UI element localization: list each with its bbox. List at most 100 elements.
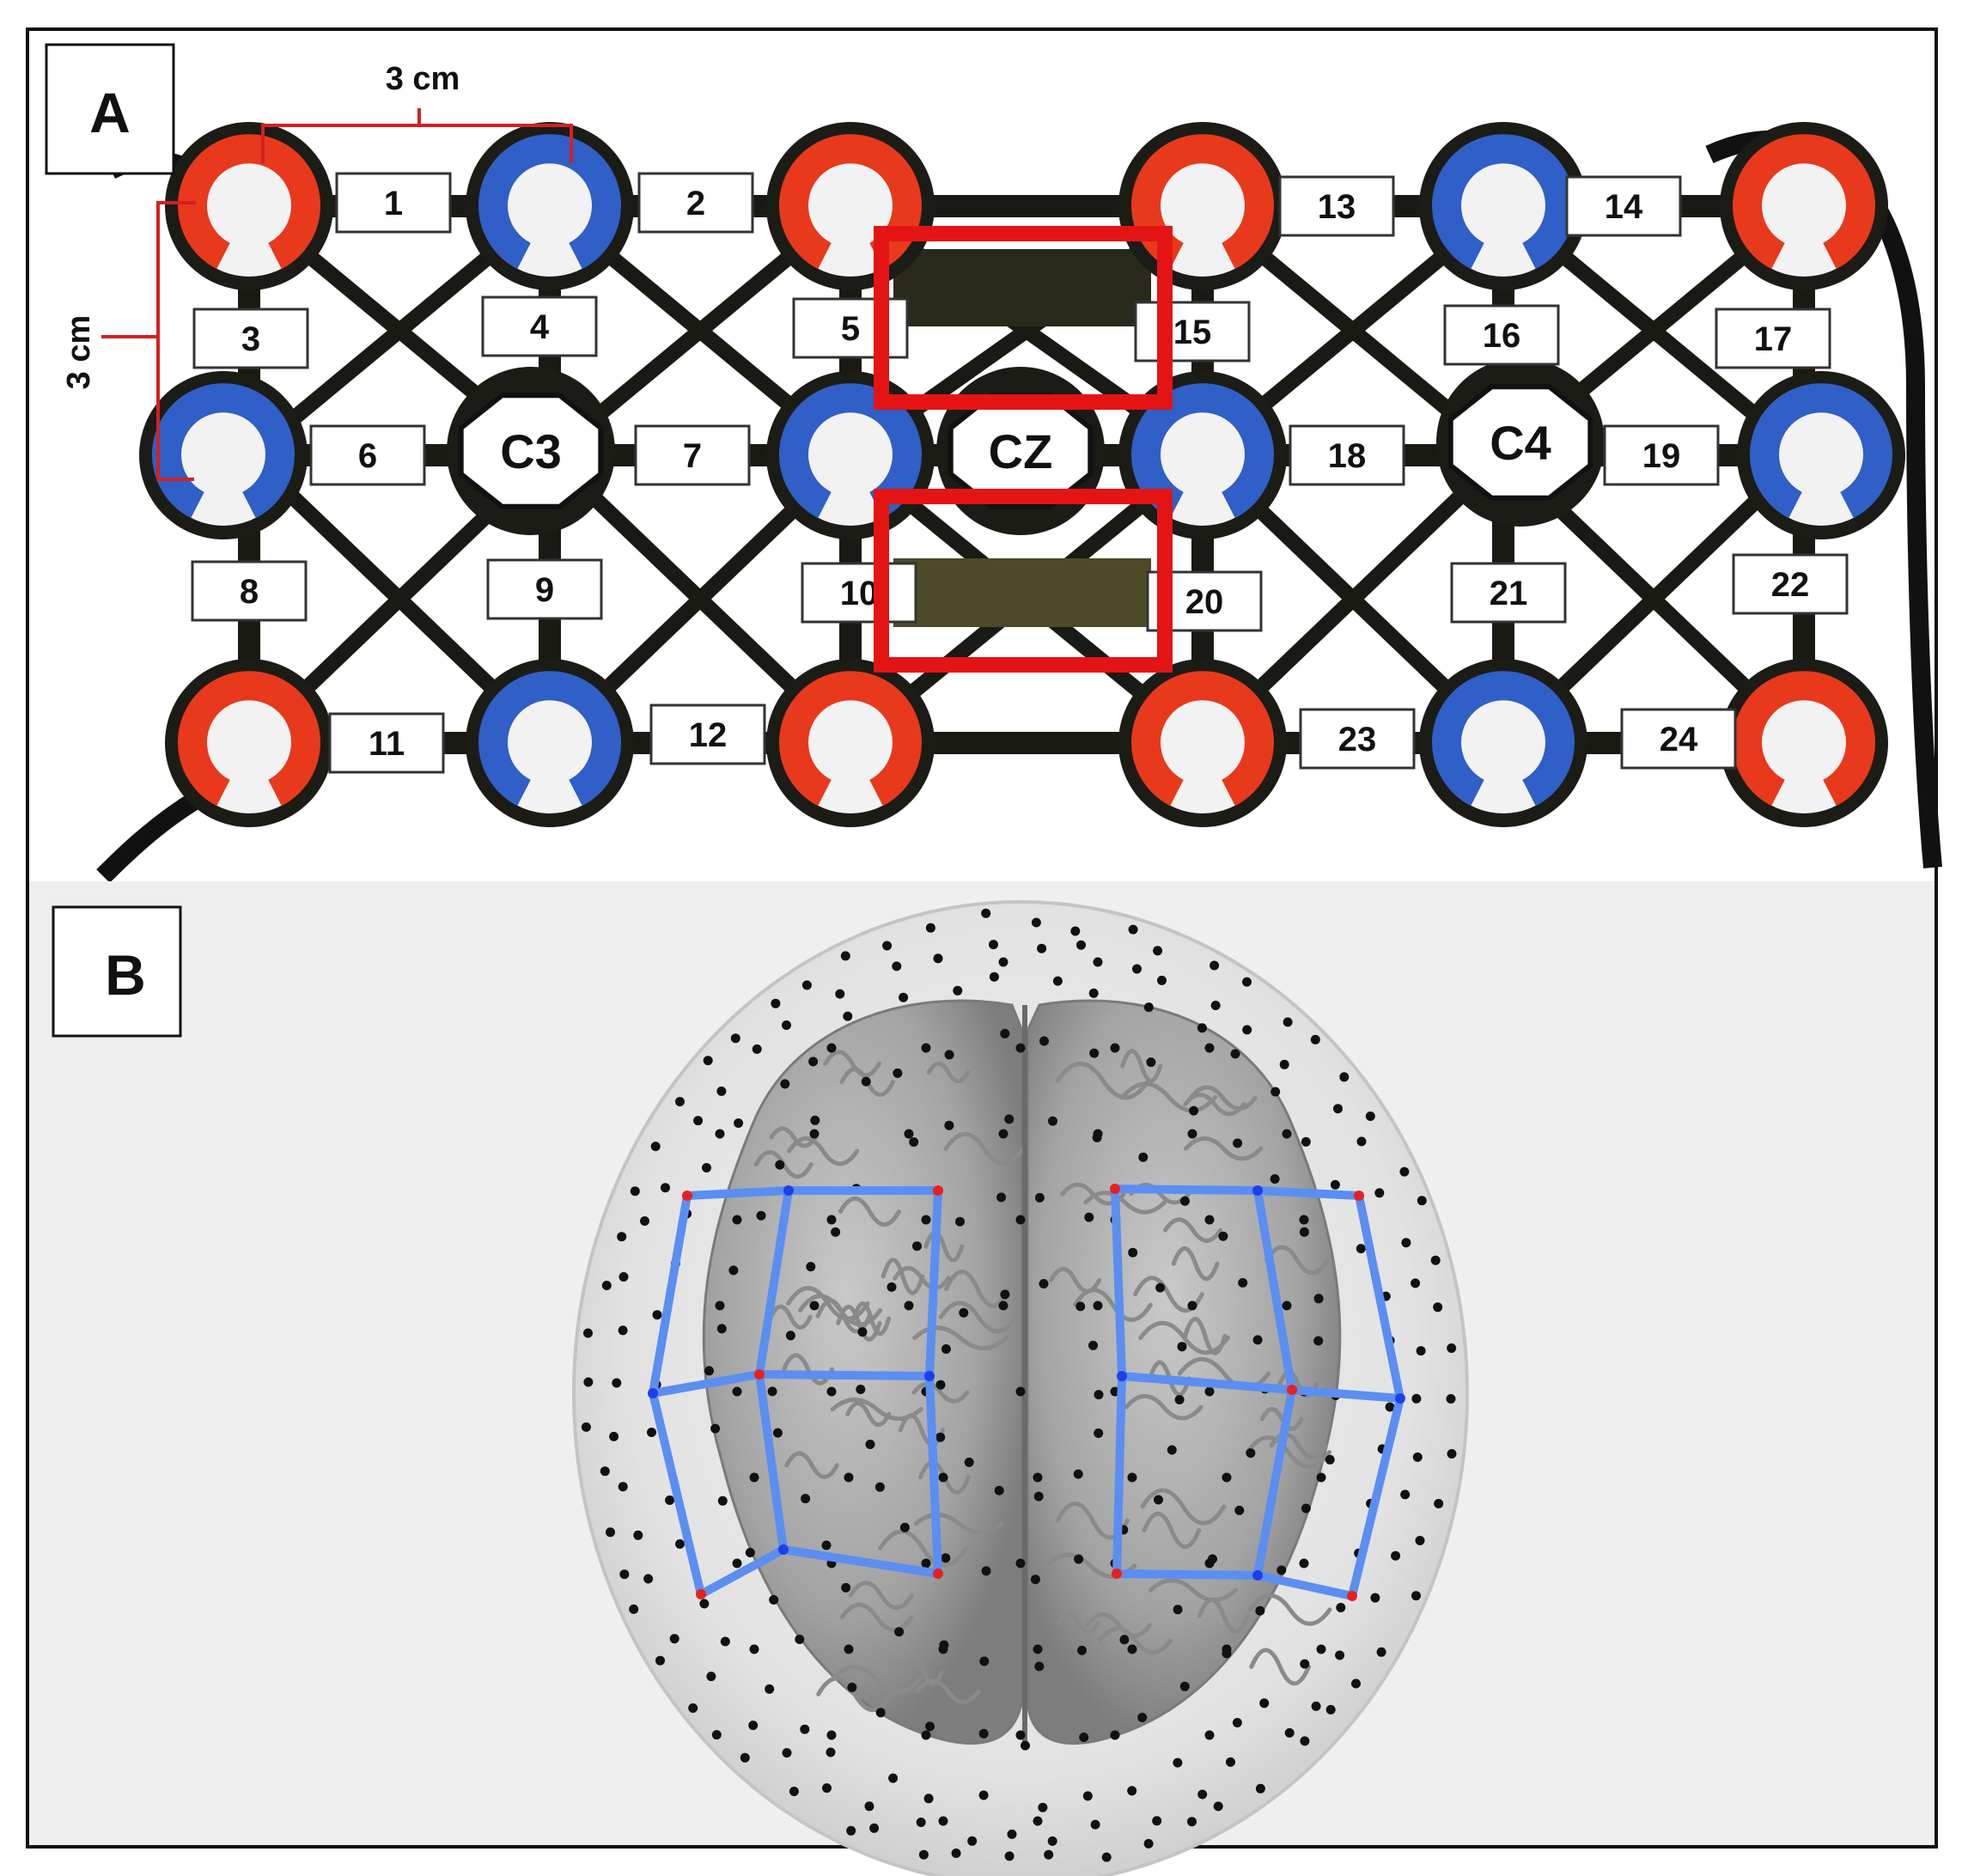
scalp-point [1316,1644,1326,1654]
scalp-point [1033,1491,1044,1501]
channel-box-2 [637,172,754,234]
scalp-point [1143,1002,1154,1013]
gyrus-fold [1245,1435,1332,1469]
scalp-point [752,1044,762,1054]
scalp-point [795,1635,805,1644]
scalp-point [1282,1129,1292,1139]
scalp-point [1153,946,1163,956]
scalp-point [749,1644,759,1654]
gyrus-fold [851,1301,892,1337]
channel-label-11: 11 [369,725,405,763]
scalp-point [1128,924,1138,935]
scalp-point [1270,1174,1280,1184]
scalp-point [1447,1343,1457,1353]
scalp-point [1447,1449,1457,1459]
scalp-point [1015,1043,1026,1053]
gyrus-fold [769,1126,818,1148]
gyrus-fold [782,1353,835,1386]
scalp-point [1031,917,1041,928]
channel-label-8: 8 [240,573,259,611]
scalp-point [1052,976,1063,986]
channel-box-6 [309,424,426,486]
scalp-point [655,1655,665,1666]
panel-b-label-box [52,905,182,1038]
scalp-point [771,998,781,1008]
right-probe-edge [1111,1185,1126,1380]
channel-label-9: 9 [535,571,554,609]
scalp-point [864,1801,874,1812]
scalp-point [941,1344,951,1354]
source-optode-ring [178,671,320,807]
right-probe-detector-node [1252,1570,1263,1581]
scalp-point [1411,1591,1421,1601]
highlight-boxes [874,226,1173,673]
scalp-point [669,1634,679,1644]
channel-label-13: 13 [1318,188,1356,226]
gyrus-fold [926,1061,971,1084]
gyrus-fold [1085,1612,1153,1638]
scalp-point [888,1773,899,1783]
left-probe-detector-node [924,1371,935,1381]
scalp-point [1167,1445,1177,1455]
left-probe-source-node [933,1185,943,1196]
scalp-point [699,1599,710,1609]
scalp-point [844,1472,854,1483]
gyrus-fold [1171,1246,1220,1282]
scalp-point [1300,1736,1310,1746]
scalp-point [1076,940,1086,950]
scalp-point [617,1232,627,1242]
dimension-label-top: 3 cm [386,61,460,97]
scalp-point [892,961,902,971]
cortical-gyri [753,1048,1332,1712]
dimension-line-left [156,201,196,481]
scalp-point [1238,1277,1248,1288]
channel-box-4 [481,295,598,357]
scalp-point [1433,1302,1443,1313]
scalp-point [1093,957,1103,967]
scalp-point [1232,1718,1242,1727]
scalp-point [1299,1215,1309,1225]
scalp-point [612,1378,622,1388]
scalp-point [703,1056,713,1066]
scalp-point [1204,1386,1215,1397]
scalp-point [1234,1505,1245,1515]
channel-box-7 [634,424,751,486]
channel-label-24: 24 [1660,721,1698,758]
reference-badge [458,393,604,509]
gyrus-fold [943,1132,1026,1166]
scalp-point [711,1730,722,1740]
scalp-point [1325,1454,1335,1465]
left-probe-edge [755,1370,934,1380]
channel-box-17 [1715,308,1831,369]
scalp-point [835,989,845,999]
scalp-point [1299,1227,1309,1237]
scalp-point [1088,1340,1098,1350]
scalp-point [1316,1472,1326,1483]
gyrus-fold [913,1512,1004,1535]
channel-box-21 [1450,562,1567,624]
reference-label-c4: C4 [1490,416,1551,470]
scalp-point [619,1569,630,1580]
scalp-point [1152,1816,1162,1826]
scalp-point [938,1472,948,1483]
gyrus-fold [1264,1245,1330,1276]
scalp-point [756,1210,766,1221]
scalp-point [1313,1336,1324,1346]
scalp-point [1015,1558,1026,1568]
scalp-point [1391,1550,1401,1561]
scalp-point [789,1787,799,1796]
gyrus-fold [880,1258,925,1295]
scalp-point [1021,1740,1030,1751]
scalp-point [749,1472,759,1483]
scalp-point [1030,1574,1040,1585]
scalp-point [1075,1301,1086,1312]
scalp-point [869,1823,880,1833]
scalp-point [748,1721,759,1731]
scalp-point [1376,1647,1386,1657]
scalp-point [921,1043,931,1053]
channel-label-23: 23 [1338,721,1377,758]
scalp-point [998,1300,1008,1311]
scalp-point [1000,1028,1010,1038]
scalp-point [1177,1342,1187,1352]
scalp-point [1209,960,1220,971]
